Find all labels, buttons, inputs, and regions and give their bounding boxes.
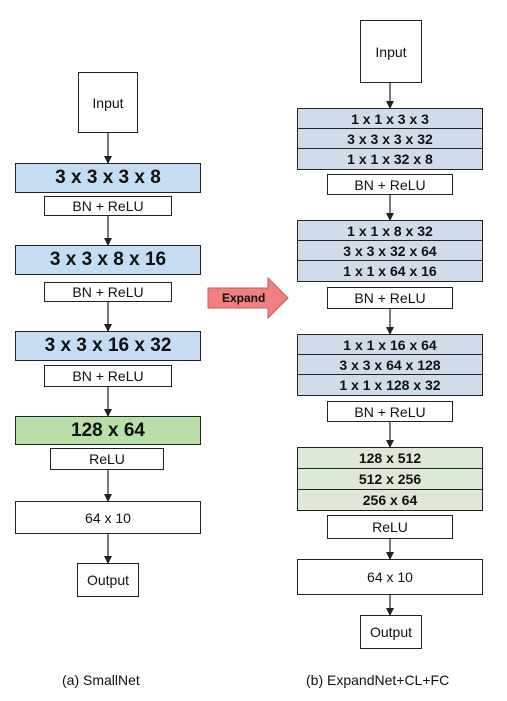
expandnet-fc-layer3: 256 x 64 bbox=[297, 489, 483, 511]
smallnet-conv2: 3 x 3 x 8 x 16 bbox=[15, 245, 201, 275]
expand-arrow-label: Expand bbox=[222, 291, 266, 305]
expandnet-block3-layer3: 1 x 1 x 128 x 32 bbox=[297, 374, 483, 396]
expandnet-fc-layer2: 512 x 256 bbox=[297, 468, 483, 490]
smallnet-bn-relu-3: BN + ReLU bbox=[44, 365, 172, 387]
smallnet-output: Output bbox=[77, 563, 139, 597]
expandnet-block2-layer1: 1 x 1 x 8 x 32 bbox=[297, 220, 483, 241]
expandnet-relu: ReLU bbox=[327, 515, 453, 539]
expandnet-block1-layer2: 3 x 3 x 3 x 32 bbox=[297, 128, 483, 149]
expandnet-caption: (b) ExpandNet+CL+FC bbox=[306, 672, 450, 688]
expandnet-block1-layer1: 1 x 1 x 3 x 3 bbox=[297, 108, 483, 129]
smallnet-caption: (a) SmallNet bbox=[62, 672, 140, 688]
expandnet-output: Output bbox=[360, 615, 422, 649]
expandnet-block3-layer1: 1 x 1 x 16 x 64 bbox=[297, 334, 483, 355]
smallnet-relu: ReLU bbox=[50, 448, 164, 470]
smallnet-fc2: 64 x 10 bbox=[15, 501, 201, 534]
expandnet-block2-layer2: 3 x 3 x 32 x 64 bbox=[297, 240, 483, 261]
smallnet-bn-relu-2: BN + ReLU bbox=[44, 282, 172, 302]
expandnet-bn-relu-2: BN + ReLU bbox=[327, 287, 453, 309]
smallnet-conv3: 3 x 3 x 16 x 32 bbox=[15, 331, 201, 361]
expand-arrow-shape bbox=[207, 276, 289, 320]
expandnet-block3-layer2: 3 x 3 x 64 x 128 bbox=[297, 354, 483, 375]
smallnet-input: Input bbox=[78, 72, 138, 133]
smallnet-bn-relu-1: BN + ReLU bbox=[44, 196, 172, 216]
expandnet-fc-layer1: 128 x 512 bbox=[297, 447, 483, 469]
expandnet-fc2: 64 x 10 bbox=[297, 559, 483, 595]
expandnet-block2-layer3: 1 x 1 x 64 x 16 bbox=[297, 260, 483, 282]
smallnet-conv1: 3 x 3 x 3 x 8 bbox=[15, 163, 201, 193]
expandnet-block1-layer3: 1 x 1 x 32 x 8 bbox=[297, 148, 483, 170]
smallnet-fc1: 128 x 64 bbox=[15, 416, 201, 445]
expandnet-bn-relu-1: BN + ReLU bbox=[327, 174, 453, 195]
expandnet-input: Input bbox=[360, 20, 422, 83]
expandnet-bn-relu-3: BN + ReLU bbox=[327, 401, 453, 422]
